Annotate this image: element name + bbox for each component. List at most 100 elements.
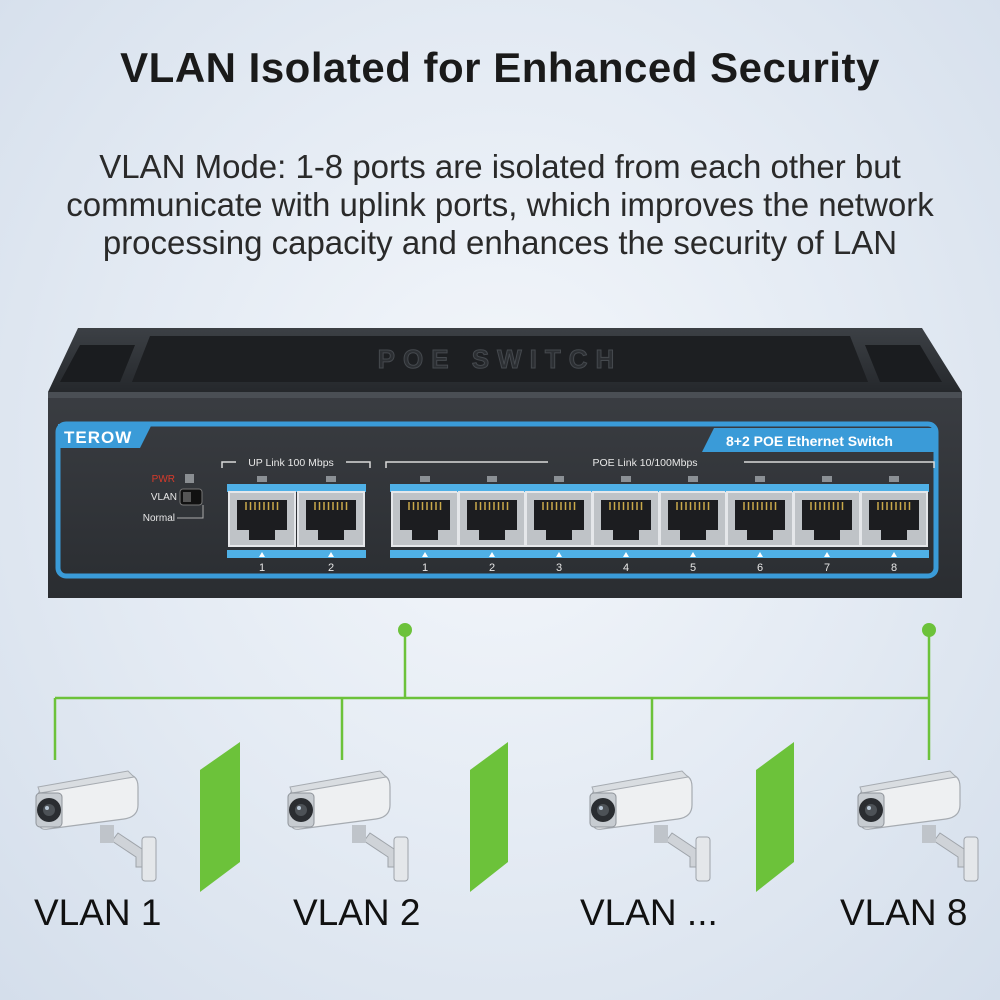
front-panel-frame bbox=[55, 421, 939, 579]
uplink-port-2[interactable]: 2 bbox=[296, 476, 366, 574]
switch-top-left-foot bbox=[60, 345, 135, 382]
port-number: 2 bbox=[328, 562, 334, 574]
camera-wall-mount bbox=[963, 836, 979, 882]
mode-leader-line bbox=[177, 505, 204, 519]
port-number: 7 bbox=[824, 562, 830, 574]
camera-sunshield bbox=[37, 770, 136, 794]
port-top-strip bbox=[390, 484, 460, 492]
port-top-strip bbox=[725, 484, 795, 492]
camera-wall-mount bbox=[393, 836, 409, 882]
vlan-mode-toggle-knob bbox=[183, 492, 191, 502]
camera-layer bbox=[35, 770, 979, 882]
security-camera-icon-1 bbox=[35, 770, 157, 882]
port-led bbox=[420, 476, 430, 482]
description-line-2: communicate with uplink ports, which imp… bbox=[66, 186, 934, 223]
rj45-socket bbox=[306, 500, 356, 540]
camera-neck bbox=[352, 825, 366, 843]
port-top-strip bbox=[227, 484, 297, 492]
model-badge bbox=[702, 428, 936, 452]
camera-lens-glint bbox=[45, 806, 49, 810]
port-top-strip bbox=[792, 484, 862, 492]
brand-logo: TEROW bbox=[64, 428, 132, 447]
uplink-bracket bbox=[221, 461, 371, 468]
rj45-socket bbox=[237, 500, 287, 540]
camera-neck bbox=[922, 825, 936, 843]
port-led bbox=[755, 476, 765, 482]
description-line-3: processing capacity and enhances the sec… bbox=[102, 224, 898, 261]
poe-port-1[interactable]: 1 bbox=[390, 476, 460, 574]
port-arrow-icon bbox=[690, 552, 696, 557]
port-arrow-icon bbox=[623, 552, 629, 557]
port-number: 2 bbox=[489, 562, 495, 574]
poe-port-5[interactable]: 5 bbox=[658, 476, 728, 574]
camera-lens bbox=[865, 804, 877, 816]
rj45-socket bbox=[534, 500, 584, 540]
rj45-socket bbox=[802, 500, 852, 540]
camera-wall-mount bbox=[141, 836, 157, 882]
rj45-socket bbox=[869, 500, 919, 540]
poe-port-2[interactable]: 2 bbox=[457, 476, 527, 574]
vlan-label-2: VLAN 2 bbox=[293, 892, 421, 933]
poe-switch-illustration: POE SWITCH TEROW 8+2 POE Ethernet Switch… bbox=[48, 328, 962, 598]
port-arrow-icon bbox=[489, 552, 495, 557]
port-led bbox=[688, 476, 698, 482]
port-led bbox=[487, 476, 497, 482]
poe-port-3[interactable]: 3 bbox=[524, 476, 594, 574]
camera-sunshield bbox=[859, 770, 958, 794]
camera-lens-glint bbox=[297, 806, 301, 810]
description-line-1: VLAN Mode: 1-8 ports are isolated from e… bbox=[99, 148, 901, 185]
port-number: 6 bbox=[757, 562, 763, 574]
brand-badge bbox=[58, 424, 152, 448]
port-number: 8 bbox=[891, 562, 897, 574]
uplink2-node bbox=[922, 623, 936, 637]
port-arrow-icon bbox=[328, 552, 334, 557]
isolation-barrier-2 bbox=[470, 742, 508, 892]
port-number: 1 bbox=[422, 562, 428, 574]
camera-lens bbox=[43, 804, 55, 816]
mode-normal-label: Normal bbox=[143, 513, 175, 524]
port-arrow-icon bbox=[259, 552, 265, 557]
port-number: 4 bbox=[623, 562, 629, 574]
port-top-strip bbox=[524, 484, 594, 492]
headline: VLAN Isolated for Enhanced Security bbox=[120, 44, 880, 91]
camera-sunshield bbox=[289, 770, 388, 794]
switch-top-right-foot bbox=[865, 345, 942, 382]
security-camera-icon-8 bbox=[857, 770, 979, 882]
port-led bbox=[554, 476, 564, 482]
isolation-barrier-3 bbox=[756, 742, 794, 892]
poe-port-8[interactable]: 8 bbox=[859, 476, 929, 574]
camera-lens bbox=[597, 804, 609, 816]
poe-port-6[interactable]: 6 bbox=[725, 476, 795, 574]
poe-port-4[interactable]: 4 bbox=[591, 476, 661, 574]
pwr-led bbox=[185, 474, 194, 483]
description: VLAN Mode: 1-8 ports are isolated from e… bbox=[20, 148, 980, 262]
camera-lens bbox=[295, 804, 307, 816]
vlan-label-1: VLAN 1 bbox=[34, 892, 162, 933]
camera-lens-glint bbox=[599, 806, 603, 810]
port-arrow-icon bbox=[891, 552, 897, 557]
rj45-socket bbox=[467, 500, 517, 540]
port-top-strip bbox=[457, 484, 527, 492]
port-top-strip bbox=[591, 484, 661, 492]
uplink-port-1[interactable]: 1 bbox=[227, 476, 297, 574]
switch-top-plate bbox=[132, 336, 868, 382]
mode-vlan-label: VLAN bbox=[151, 492, 177, 503]
poe-port-7[interactable]: 7 bbox=[792, 476, 862, 574]
uplink1-node bbox=[398, 623, 412, 637]
model-badge-text: 8+2 POE Ethernet Switch bbox=[726, 433, 893, 449]
vlan-label-8: VLAN 8 bbox=[840, 892, 968, 933]
port-led bbox=[621, 476, 631, 482]
rj45-socket bbox=[735, 500, 785, 540]
uplink-group-label: UP Link 100 Mbps bbox=[248, 457, 334, 469]
rj45-socket bbox=[601, 500, 651, 540]
port-led bbox=[822, 476, 832, 482]
port-number: 3 bbox=[556, 562, 562, 574]
port-top-strip bbox=[296, 484, 366, 492]
port-led bbox=[326, 476, 336, 482]
rj45-socket bbox=[668, 500, 718, 540]
poe-bracket bbox=[385, 461, 935, 468]
isolation-barrier-1 bbox=[200, 742, 240, 892]
pwr-label: PWR bbox=[152, 474, 175, 485]
port-top-strip bbox=[658, 484, 728, 492]
poe-group-label: POE Link 10/100Mbps bbox=[592, 457, 697, 469]
